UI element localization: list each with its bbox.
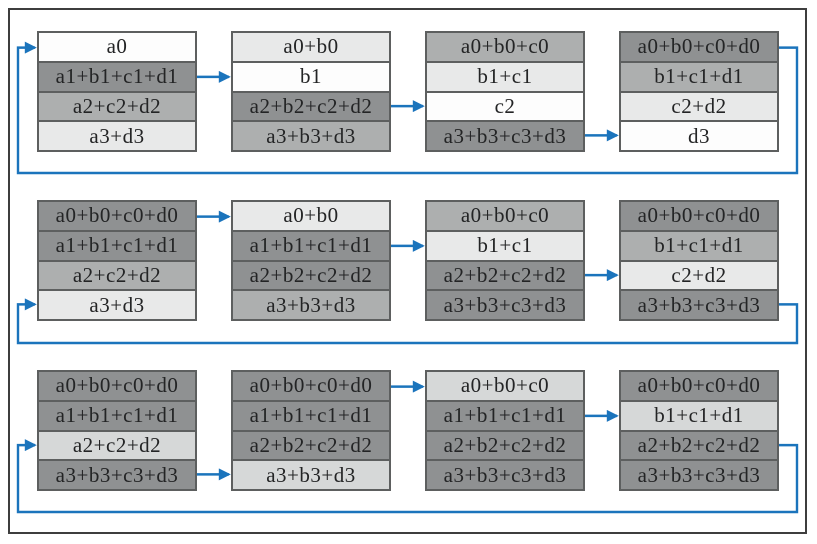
data-cell: a2+c2+d2: [39, 431, 195, 462]
data-cell: a0+b0+c0: [427, 33, 583, 63]
data-cell: a2+c2+d2: [39, 92, 195, 123]
data-cell: b1: [233, 62, 389, 93]
data-cell: a0+b0+c0+d0: [39, 202, 195, 232]
data-cell: a3+b3+c3+d3: [427, 122, 583, 150]
data-cell: d3: [621, 122, 777, 150]
data-cell: a2+c2+d2: [39, 261, 195, 292]
data-cell: b1+c1: [427, 62, 583, 93]
data-cell: a0+b0+c0+d0: [39, 372, 195, 402]
data-cell: c2+d2: [621, 92, 777, 123]
data-cell: a1+b1+c1+d1: [39, 401, 195, 432]
data-cell: a3+b3+c3+d3: [39, 461, 195, 489]
data-cell: a0+b0+c0+d0: [621, 372, 777, 402]
data-cell: a2+b2+c2+d2: [427, 261, 583, 292]
data-cell: a0+b0+c0+d0: [621, 33, 777, 63]
data-cell: a3+b3+d3: [233, 122, 389, 150]
data-cell: a2+b2+c2+d2: [233, 261, 389, 292]
data-cell: a3+b3+d3: [233, 291, 389, 319]
data-cell: a3+d3: [39, 291, 195, 319]
data-cell: c2+d2: [621, 261, 777, 292]
data-cell: a2+b2+c2+d2: [233, 92, 389, 123]
data-cell: a2+b2+c2+d2: [233, 431, 389, 462]
data-cell: a0+b0+c0: [427, 202, 583, 232]
data-cell: c2: [427, 92, 583, 123]
data-cell: a3+d3: [39, 122, 195, 150]
data-cell: a2+b2+c2+d2: [621, 431, 777, 462]
data-cell: b1+c1: [427, 231, 583, 262]
data-cell: a0+b0: [233, 202, 389, 232]
data-cell: a1+b1+c1+d1: [233, 401, 389, 432]
data-cell: a0: [39, 33, 195, 63]
data-cell: a2+b2+c2+d2: [427, 431, 583, 462]
data-cell: a1+b1+c1+d1: [39, 62, 195, 93]
diagram-frame: [8, 8, 807, 534]
data-cell: a0+b0: [233, 33, 389, 63]
data-cell: a3+b3+c3+d3: [427, 291, 583, 319]
data-cell: b1+c1+d1: [621, 401, 777, 432]
data-cell: b1+c1+d1: [621, 231, 777, 262]
data-cell: a3+b3+c3+d3: [621, 461, 777, 489]
data-cell: a3+b3+c3+d3: [427, 461, 583, 489]
data-cell: a3+b3+d3: [233, 461, 389, 489]
data-cell: a1+b1+c1+d1: [427, 401, 583, 432]
data-cell: a0+b0+c0+d0: [621, 202, 777, 232]
data-cell: b1+c1+d1: [621, 62, 777, 93]
data-cell: a1+b1+c1+d1: [233, 231, 389, 262]
data-cell: a0+b0+c0+d0: [233, 372, 389, 402]
data-cell: a3+b3+c3+d3: [621, 291, 777, 319]
data-cell: a1+b1+c1+d1: [39, 231, 195, 262]
data-cell: a0+b0+c0: [427, 372, 583, 402]
